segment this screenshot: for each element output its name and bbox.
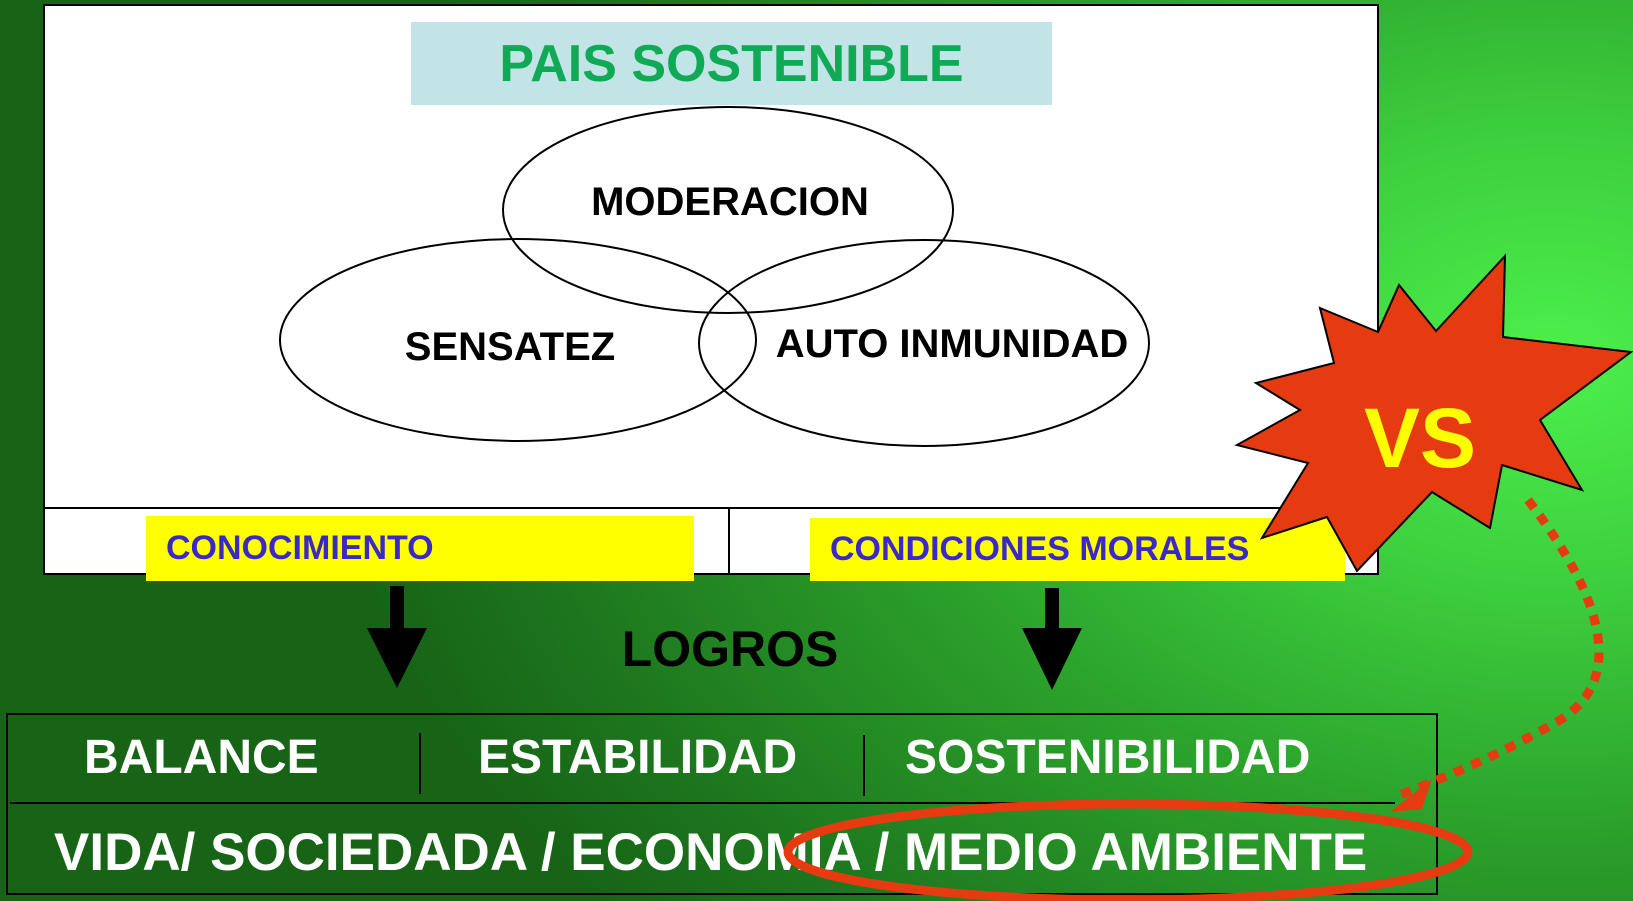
dotted-connector	[1398, 497, 1604, 800]
pillar-condiciones-morales: CONDICIONES MORALES	[810, 518, 1345, 581]
outcomes-panel	[6, 713, 1438, 895]
arrow-down-right-icon	[1022, 588, 1082, 690]
highlight-ellipse	[783, 799, 1473, 901]
venn-circle-sensatez	[279, 238, 757, 442]
venn-label-sensatez: SENSATEZ	[404, 325, 616, 369]
vs-label: VS	[1363, 391, 1477, 485]
outcome-balance: BALANCE	[84, 731, 319, 784]
venn-label-moderacion: MODERACION	[591, 180, 869, 224]
outcome-estabilidad: ESTABILIDAD	[478, 731, 798, 784]
outcome-separator	[419, 733, 421, 794]
arrowhead-icon	[1390, 779, 1432, 812]
outcomes-divider	[10, 802, 1395, 804]
panel-divider-vertical	[728, 508, 730, 574]
venn-circle-moderacion	[502, 106, 954, 314]
panel-divider-horizontal	[43, 507, 1379, 509]
logros-label: LOGROS	[621, 621, 839, 677]
outcome-sostenibilidad: SOSTENIBILIDAD	[905, 731, 1311, 784]
arrow-down-left-icon	[367, 586, 427, 688]
venn-circle-auto-inmunidad	[698, 239, 1150, 447]
pillar-conocimiento: CONOCIMIENTO	[146, 516, 694, 581]
outcome-separator	[863, 735, 865, 796]
page-title: PAIS SOSTENIBLE	[411, 22, 1052, 105]
venn-label-auto-inmunidad: AUTO INMUNIDAD	[775, 322, 1129, 366]
explosion-burst-icon	[1234, 253, 1633, 573]
dimensions-text: VIDA/ SOCIEDADA / ECONOMIA / MEDIO AMBIE…	[54, 823, 1368, 882]
